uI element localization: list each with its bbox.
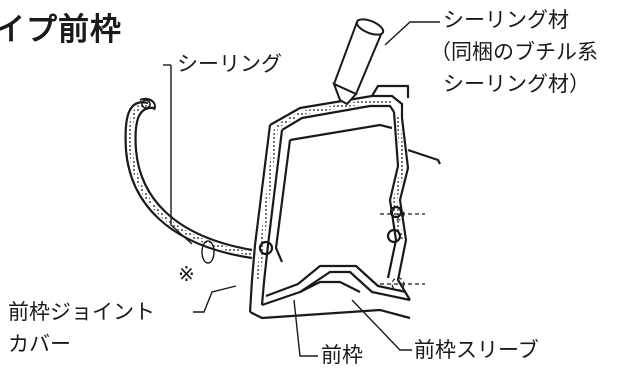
sealing-material-note2-label: シーリング材） [443,72,590,96]
sealing-label: シーリング [177,52,282,76]
sealing-material-label: シーリング材 [443,8,569,32]
diagram-title: イプ前枠 [0,12,122,48]
note-mark: ※ [178,262,195,286]
sealing-material-note-label: （同梱のブチル系 [430,40,598,64]
joint-cover-label-line2: カバー [8,332,71,356]
sealing-cartridge [332,18,385,106]
front-frame-sleeve-label: 前枠スリーブ [414,338,539,362]
seal-point-mark [201,240,215,264]
leader-lines [163,21,440,357]
joint-cover-arc [124,97,253,260]
front-frame-section [248,84,441,320]
screw-marks [380,207,425,291]
joint-cover-label-line1: 前枠ジョイント [8,300,155,324]
front-frame-label: 前枠 [321,343,363,367]
